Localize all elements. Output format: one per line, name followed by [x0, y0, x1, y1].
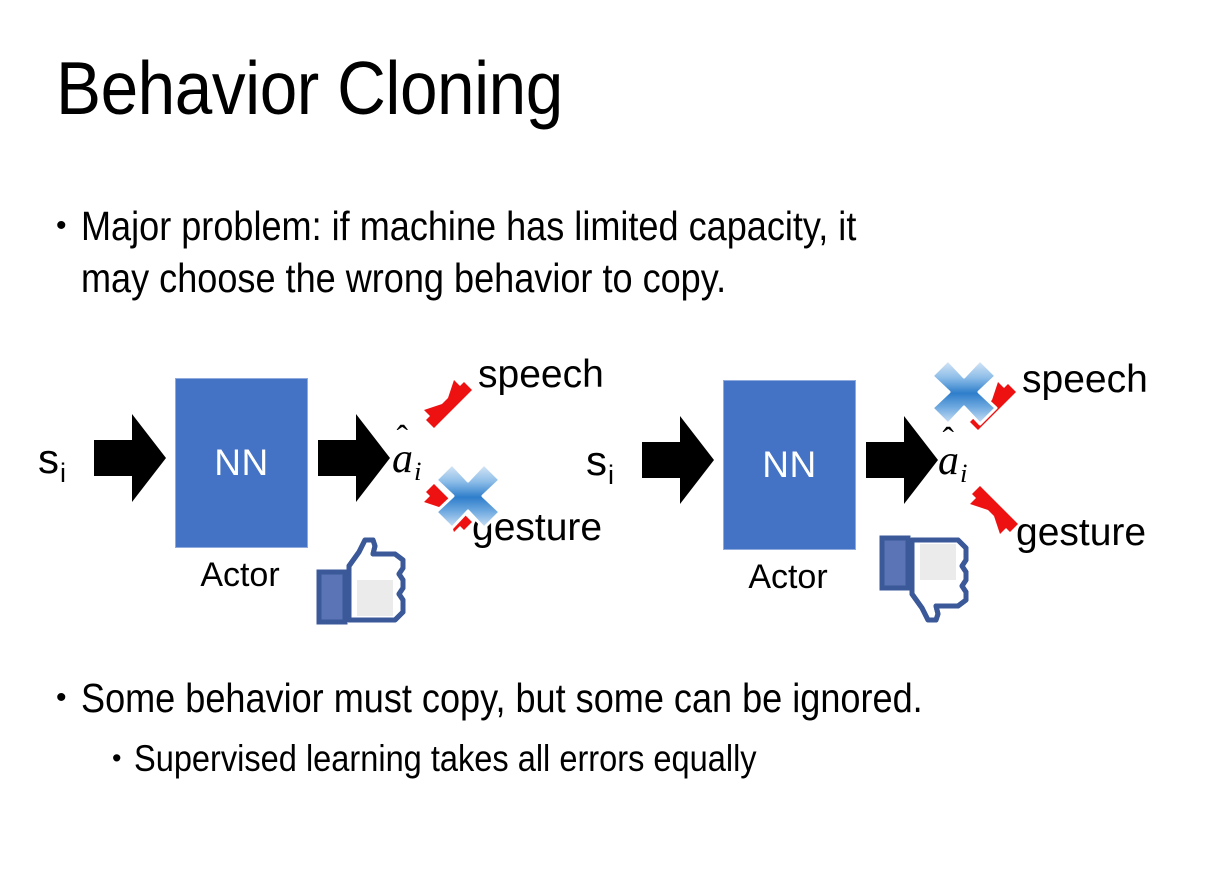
hat-accent-right: ˆ [942, 421, 955, 460]
bullet-dot-icon: • [112, 743, 122, 773]
bullet-major-problem-line2: may choose the wrong behavior to copy. [80, 255, 726, 301]
branch-label-speech-left: speech [478, 353, 604, 396]
slide-title: Behavior Cloning [56, 46, 563, 130]
input-arrow-right-icon [642, 414, 714, 506]
branch-arrow-down-right-icon [948, 470, 1034, 556]
state-label-left: si [38, 435, 66, 488]
hat-accent-left: ˆ [396, 419, 409, 458]
thumbs-up-icon [315, 536, 411, 628]
actor-caption-left: Actor [200, 556, 280, 594]
nn-box-label-right: NN [762, 444, 817, 485]
bullet-supervised-learning-text: Supervised learning takes all errors equ… [134, 738, 758, 779]
actor-caption-right: Actor [748, 558, 828, 596]
bullet-major-problem: • Major problem: if machine has limited … [56, 200, 962, 304]
thumbs-down-icon [878, 532, 974, 624]
bullet-some-behavior: • Some behavior must copy, but some can … [56, 672, 1037, 724]
bullet-major-problem-line1: Major problem: if machine has limited ca… [80, 203, 856, 249]
bullet-dot-icon: • [56, 681, 67, 714]
branch-label-gesture-right: gesture [1016, 511, 1147, 554]
branch-arrow-up-left-icon [402, 358, 488, 444]
bullet-supervised-learning: • Supervised learning takes all errors e… [112, 734, 842, 784]
state-label-right: si [586, 437, 614, 490]
bullet-some-behavior-text: Some behavior must copy, but some can be… [80, 675, 923, 721]
nn-box-right: NN [723, 380, 856, 550]
nn-box-left: NN [175, 378, 308, 548]
output-arrow-left-icon [318, 412, 390, 504]
nn-box-label-left: NN [214, 442, 269, 483]
output-arrow-right-icon [866, 414, 938, 506]
bullet-dot-icon: • [56, 209, 67, 242]
input-arrow-left-icon [94, 412, 166, 504]
cross-out-gesture-icon [432, 460, 504, 532]
branch-label-speech-right: speech [1022, 358, 1148, 401]
cross-out-speech-icon [928, 356, 1000, 428]
